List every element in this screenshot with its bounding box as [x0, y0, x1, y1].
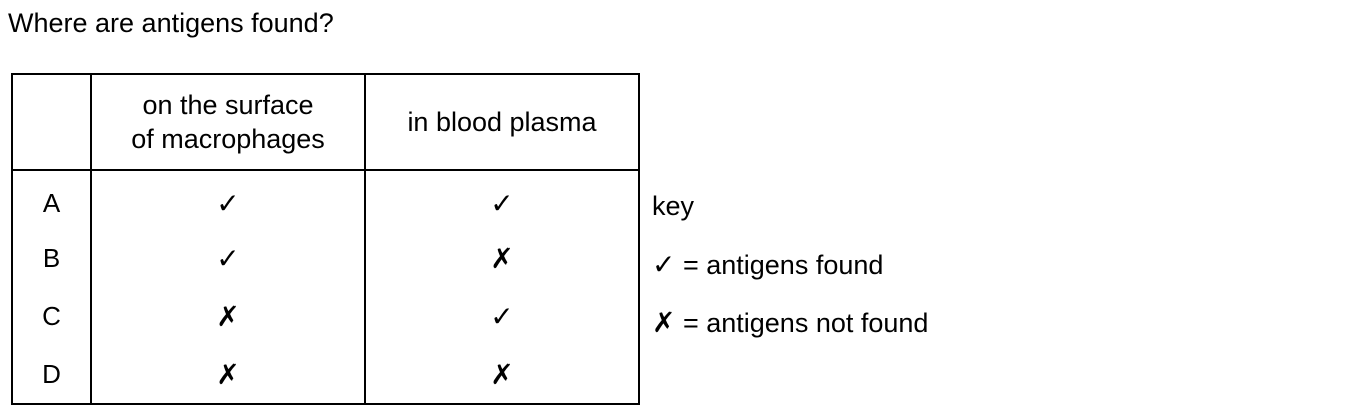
plasma-mark: ✓ [364, 287, 640, 345]
header-surface-line-1: on the surface [142, 90, 314, 120]
header-plasma: in blood plasma [364, 73, 640, 171]
table-row: A ✓ ✓ [11, 170, 640, 229]
key-tick-entry: ✓ = antigens found [652, 248, 883, 282]
surface-mark: ✗ [90, 345, 366, 405]
table-row: C ✗ ✓ [11, 287, 640, 345]
tick-icon: ✓ [652, 248, 676, 281]
key-tick-text: = antigens found [675, 250, 884, 280]
key-cross-entry: ✗ = antigens not found [652, 306, 928, 340]
cross-icon: ✗ [652, 306, 676, 339]
table-row: B ✓ ✗ [11, 229, 640, 287]
header-surface: on the surface of macrophages [90, 73, 366, 171]
header-surface-line-2: of macrophages [131, 124, 325, 154]
plasma-mark: ✗ [364, 229, 640, 287]
plasma-mark: ✗ [364, 345, 640, 405]
key-cross-text: = antigens not found [675, 308, 929, 338]
surface-mark: ✓ [90, 229, 366, 287]
surface-mark: ✗ [90, 287, 366, 345]
key-title: key [652, 191, 695, 221]
plasma-mark: ✓ [364, 170, 640, 229]
answer-table: on the surface of macrophages in blood p… [11, 73, 640, 405]
row-letter: B [11, 229, 92, 287]
row-letter: A [11, 170, 92, 229]
row-letter: D [11, 345, 92, 405]
row-letter: C [11, 287, 92, 345]
header-empty-cell [11, 73, 92, 171]
table-header-row: on the surface of macrophages in blood p… [11, 73, 640, 171]
surface-mark: ✓ [90, 170, 366, 229]
table-row: D ✗ ✗ [11, 345, 640, 405]
question-text: Where are antigens found? [8, 8, 334, 38]
